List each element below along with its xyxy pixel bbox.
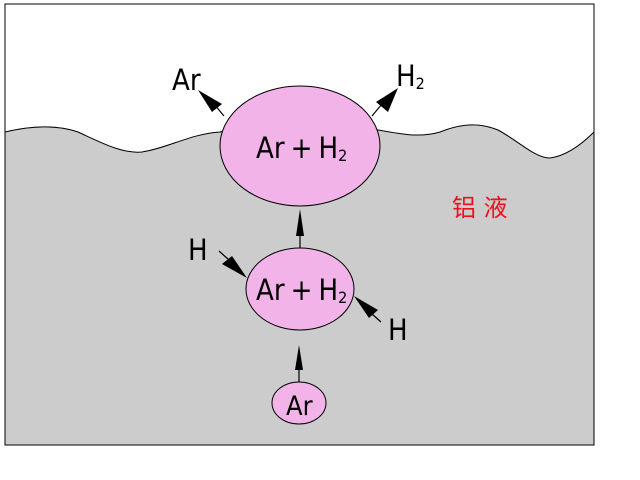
bubble-middle-label: Ar+H2 xyxy=(256,273,347,307)
arrow-rise-lower xyxy=(295,345,303,382)
arrow-rise-upper xyxy=(296,209,304,248)
arrow-absorb-right xyxy=(354,296,382,323)
bubble-bottom-label: Ar xyxy=(286,391,313,422)
absorbed-h-left-label: H xyxy=(188,233,208,267)
escape-h2-label: H2 xyxy=(396,59,425,93)
arrow-absorb-left xyxy=(218,250,247,278)
escape-ar-label: Ar xyxy=(172,63,201,97)
arrow-escape-ar xyxy=(198,90,225,117)
bubble-top-label: Ar+H2 xyxy=(256,131,347,165)
liquid-label: 铝 液 xyxy=(452,194,508,222)
absorbed-h-right-label: H xyxy=(388,313,408,347)
bubble-top xyxy=(219,85,381,207)
arrow-escape-h2 xyxy=(371,88,398,117)
